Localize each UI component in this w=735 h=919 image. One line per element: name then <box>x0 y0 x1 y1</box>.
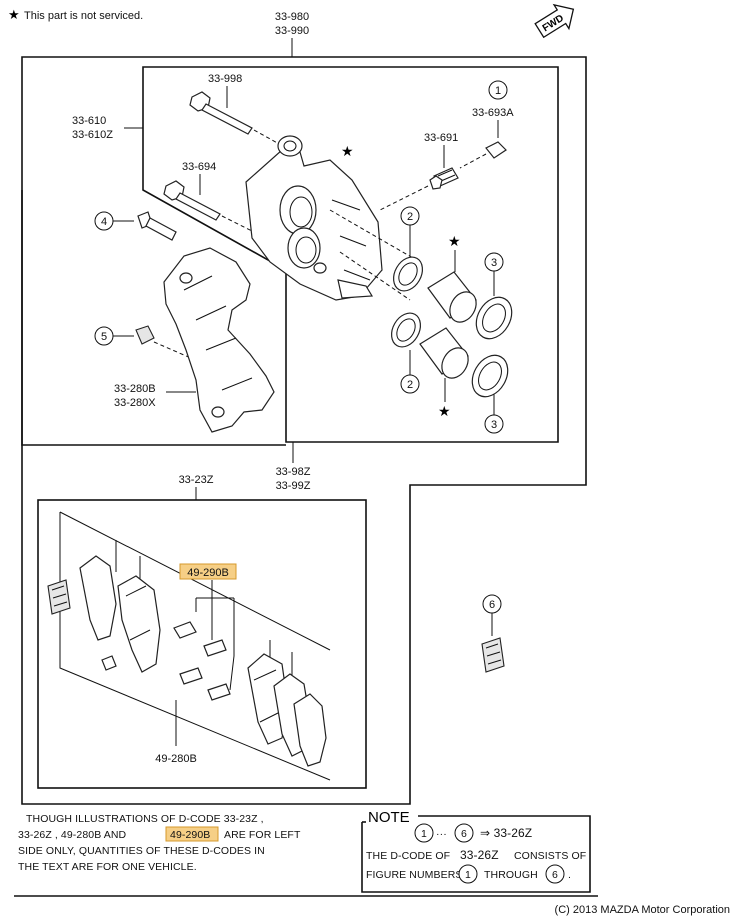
callout-33-694: 33-694 <box>182 161 216 173</box>
callout-33-691: 33-691 <box>424 132 458 144</box>
footnote-line-4: THE TEXT ARE FOR ONE VEHICLE. <box>18 861 197 873</box>
figure-number-3-lower: 3 <box>491 419 497 431</box>
brake-pad-inner-left <box>79 555 117 641</box>
note-line3-end: . <box>568 869 571 881</box>
piston-seal-lower <box>390 312 422 348</box>
figure-number-6: 6 <box>489 599 495 611</box>
footnote-line-3: SIDE ONLY, QUANTITIES OF THESE D-CODES I… <box>18 845 265 857</box>
footnote-line-2-highlight: 49-290B <box>170 829 210 841</box>
footnote-line-2b: ARE FOR LEFT <box>224 829 301 841</box>
dashline-boot-5 <box>153 341 201 363</box>
figure-number-2-upper: 2 <box>407 211 413 223</box>
pad-shim-6 <box>481 637 505 673</box>
callout-33-998: 33-998 <box>208 73 242 85</box>
guide-pin-bolt-lower <box>163 180 221 221</box>
callout-33-98z: 33-98Z <box>276 466 311 478</box>
note-range-sep: ··· <box>436 828 447 840</box>
callout-33-23z: 33-23Z <box>179 474 214 486</box>
pad-clip-small-left <box>101 655 117 671</box>
figure-number-2-lower: 2 <box>407 379 413 391</box>
dashline-bleeder <box>379 185 429 211</box>
callout-33-980: 33-980 <box>275 11 309 23</box>
figure-number-5: 5 <box>101 331 107 343</box>
figure-number-1-circle <box>488 80 508 100</box>
note-box: NOTE 1 ··· 6 ⇒ 33-26Z THE D-CODE OF 33-2… <box>361 809 591 893</box>
star-legend-icon: ★ <box>8 8 20 23</box>
star-legend-text: This part is not serviced. <box>24 10 143 22</box>
callout-49-280b: 49-280B <box>155 753 197 765</box>
pad-set-outline <box>59 511 331 781</box>
callout-33-990: 33-990 <box>275 25 309 37</box>
callout-49-290b: 49-290B <box>187 567 229 579</box>
note-line3-n1: 1 <box>465 869 471 881</box>
note-line3-n6-circle <box>545 864 565 884</box>
note-line2-code: 33-26Z <box>460 848 499 862</box>
note-line3-mid: THROUGH <box>484 869 538 881</box>
figure-number-1: 1 <box>495 85 501 97</box>
dust-boot-upper <box>475 296 513 340</box>
star-piston-lower-icon: ★ <box>438 404 451 420</box>
caliper-bracket-frame <box>21 190 286 446</box>
callout-49-290b-highlight <box>179 563 237 580</box>
footnote-highlight <box>165 826 219 842</box>
copyright: (C) 2013 MAZDA Motor Corporation <box>555 904 730 916</box>
note-range-end: 6 <box>461 828 467 840</box>
pad-shim-left <box>47 579 71 615</box>
figure-number-3-upper: 3 <box>491 257 497 269</box>
note-line3-n6: 6 <box>552 869 558 881</box>
dashline-piston-upper <box>329 209 421 263</box>
pad-kit-frame <box>37 499 367 789</box>
footnote-line-1: THOUGH ILLUSTRATIONS OF D-CODE 33-23Z , <box>26 813 264 825</box>
bleeder-cap <box>485 141 507 159</box>
note-range-start: 1 <box>421 828 427 840</box>
caliper-subassembly-frame <box>142 66 559 443</box>
callout-33-610: 33-610 <box>72 115 106 127</box>
fwd-arrow-icon: FWD <box>534 3 575 39</box>
footnote: THOUGH ILLUSTRATIONS OF D-CODE 33-23Z , … <box>18 813 301 873</box>
piston-upper <box>427 271 477 323</box>
piston-lower <box>419 327 469 379</box>
note-line3-n1-circle <box>458 864 478 884</box>
leader-49-290b <box>195 580 235 691</box>
note-range-end-circle <box>454 823 474 843</box>
brake-assembly-frame <box>21 56 587 805</box>
note-range-start-circle <box>414 823 434 843</box>
star-piston-upper-icon: ★ <box>448 234 461 250</box>
callout-33-280b: 33-280B <box>114 383 156 395</box>
note-line3-a: FIGURE NUMBERS <box>366 869 463 881</box>
dashline-piston-lower <box>339 251 411 301</box>
note-line2-b: CONSISTS OF <box>514 850 586 862</box>
note-arrow-code: ⇒ 33-26Z <box>480 826 532 840</box>
callout-33-610z: 33-610Z <box>72 129 113 141</box>
footnote-line-2a: 33-26Z , 49-280B AND <box>18 829 127 841</box>
piston-seal-upper <box>392 256 424 292</box>
dashline-cap <box>459 153 487 169</box>
pad-clips <box>173 621 231 701</box>
brake-pad-rear-right <box>293 693 327 767</box>
brake-pad-outer-left <box>117 575 161 673</box>
note-title: NOTE <box>368 809 410 826</box>
bleeder-screw <box>429 167 459 190</box>
callout-33-280x: 33-280X <box>114 397 156 409</box>
guide-pin <box>137 211 177 241</box>
pad-set-ticks <box>115 540 293 680</box>
guide-pin-boot <box>135 325 155 345</box>
callout-33-99z: 33-99Z <box>276 480 311 492</box>
caliper-bracket <box>163 247 275 433</box>
callout-33-693a: 33-693A <box>472 107 514 119</box>
star-caliper-icon: ★ <box>341 144 354 160</box>
guide-pin-bolt-upper <box>189 91 253 135</box>
figure-number-4: 4 <box>101 216 107 228</box>
note-line2-a: THE D-CODE OF <box>366 850 450 862</box>
caliper-body <box>245 135 383 301</box>
dust-boot-lower <box>471 354 509 398</box>
